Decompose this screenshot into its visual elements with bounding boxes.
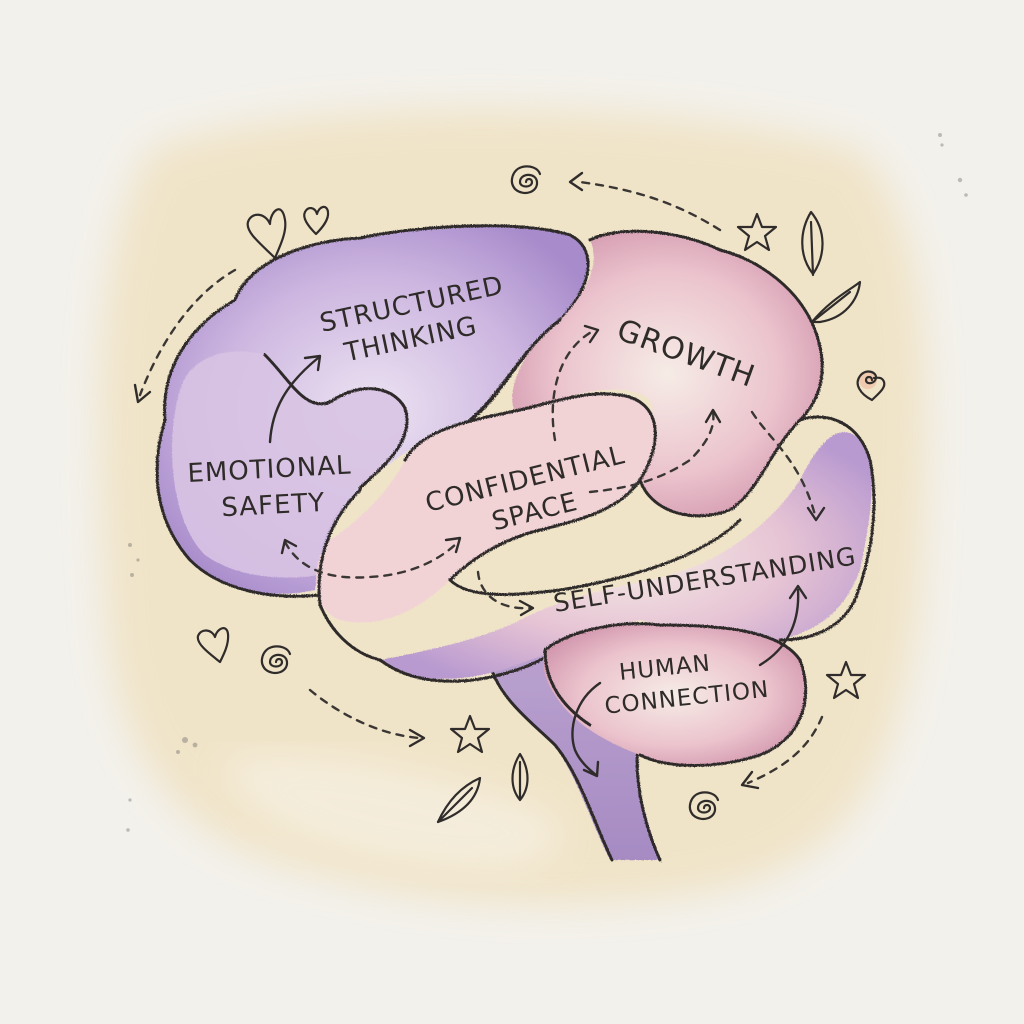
arrow-outer-left <box>138 268 237 397</box>
spiral-icon <box>688 791 720 821</box>
pencil-smudges <box>126 133 968 832</box>
spiral-icon <box>510 165 542 195</box>
leaf-icon <box>436 776 482 824</box>
arrow-connection-to-self <box>758 588 800 667</box>
star-icon <box>825 660 867 700</box>
heart-icon <box>196 627 230 664</box>
arrow-space-to-growth <box>588 410 715 494</box>
connection-arrows <box>133 171 826 790</box>
arrow-outer-top <box>578 180 722 232</box>
star-icon <box>449 714 491 754</box>
lobe-human-connection <box>543 623 806 766</box>
arrow-outer-bottom-left <box>308 688 422 740</box>
arrow-confidential-to-growth <box>551 328 597 442</box>
leaf-icon <box>511 752 529 802</box>
leaf-icon <box>801 210 824 277</box>
spiral-icon <box>260 645 292 675</box>
lobe-emotional-safety <box>172 351 407 578</box>
arrow-growth-to-self <box>750 410 817 517</box>
heart-icon <box>246 208 287 260</box>
arrow-connection-to-stem <box>571 681 602 777</box>
spiral-heart-icon <box>856 370 886 402</box>
heart-icon <box>303 205 330 236</box>
arrow-confidential-to-self <box>476 570 532 610</box>
decorations <box>196 165 886 824</box>
lobe-self-understanding <box>380 432 872 679</box>
brain <box>155 224 876 767</box>
arrow-safety-to-thinking <box>268 356 320 444</box>
arrow-safety-confidential <box>283 540 460 579</box>
leaf-icon <box>810 280 862 324</box>
lobe-growth <box>512 231 823 516</box>
star-icon <box>736 212 778 252</box>
arrow-outer-bottom-right <box>746 715 824 785</box>
lobe-confidential-space <box>316 393 656 623</box>
